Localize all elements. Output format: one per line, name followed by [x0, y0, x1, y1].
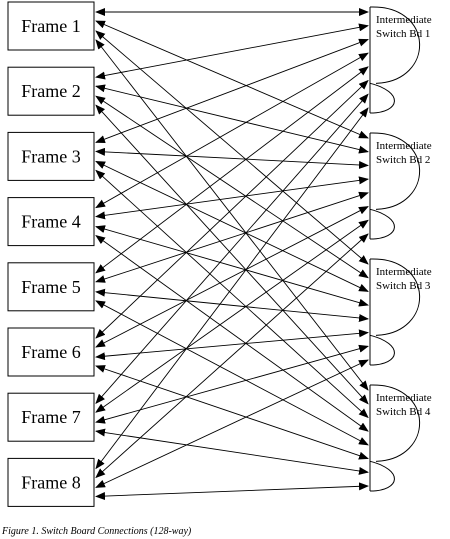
connection-arrow: [95, 206, 369, 348]
frame-rect: [7, 457, 95, 507]
frame-box: Frame 4: [7, 197, 95, 247]
switch-board-label-line1: Intermediate: [376, 14, 432, 26]
connection-arrow: [95, 20, 369, 139]
frame-label: Frame 3: [21, 146, 80, 166]
frame-box: Frame 6: [7, 327, 95, 377]
connection-lines: [95, 8, 369, 501]
connection-arrow: [95, 147, 369, 169]
connection-arrow: [95, 191, 369, 283]
frame-rect: [7, 66, 95, 116]
frame-rect: [7, 327, 95, 377]
connection-arrow: [95, 38, 369, 143]
frame-rect: [7, 1, 95, 51]
connection-arrow: [95, 235, 369, 432]
frame-label: Frame 5: [21, 277, 80, 297]
frame-label: Frame 7: [21, 407, 80, 427]
frame-box: Frame 7: [7, 392, 95, 442]
frame-box: Frame 3: [7, 131, 95, 181]
connection-arrow: [95, 104, 369, 405]
frame-label: Frame 8: [21, 472, 80, 492]
connection-arrow: [95, 288, 369, 322]
switch-board-outline: [369, 6, 421, 114]
frame-label: Frame 4: [21, 212, 80, 232]
switch-board-outline: [369, 132, 421, 240]
connection-arrow: [95, 39, 369, 391]
connection-arrow: [95, 329, 369, 361]
switch-board-label-line2: Switch Bd 2: [376, 154, 430, 166]
connection-arrow: [95, 428, 369, 475]
frame-boxes: Frame 1 Frame 2 Frame 3 Frame 4 Frame 5 Frame…: [7, 1, 95, 507]
frame-rect: [7, 392, 95, 442]
frame-box: Frame 5: [7, 262, 95, 312]
connection-arrow: [95, 107, 369, 470]
frame-label: Frame 2: [21, 81, 80, 101]
connection-arrow: [95, 169, 369, 419]
switch-board-label-line1: Intermediate: [376, 140, 432, 152]
frame-rect: [7, 131, 95, 181]
connection-arrow: [95, 95, 369, 279]
switch-board-label-line2: Switch Bd 1: [376, 28, 430, 40]
connection-arrow: [95, 160, 369, 292]
switch-board-label-line2: Switch Bd 4: [376, 406, 431, 418]
switch-board-label-line2: Switch Bd 3: [376, 280, 431, 292]
switch-board-outline: [369, 384, 421, 492]
switch-board-outline: [369, 258, 421, 366]
frame-label: Frame 6: [21, 342, 80, 362]
frame-rect: [7, 262, 95, 312]
connection-arrow: [95, 233, 369, 479]
connection-arrow: [95, 344, 369, 424]
connection-arrow: [95, 359, 369, 488]
frame-box: Frame 2: [7, 66, 95, 116]
connection-arrow: [95, 482, 369, 501]
frame-rect: [7, 197, 95, 247]
frame-label: Frame 1: [21, 16, 80, 36]
connection-arrow: [95, 66, 369, 274]
figure-caption: Figure 1. Switch Board Connections (128-…: [2, 526, 192, 537]
connection-arrow: [95, 23, 369, 80]
switch-board-label-line1: Intermediate: [376, 266, 432, 278]
switch-board-label-line1: Intermediate: [376, 392, 432, 404]
frame-box: Frame 1: [7, 1, 95, 51]
frame-box: Frame 8: [7, 457, 95, 507]
connection-arrow: [95, 30, 369, 265]
